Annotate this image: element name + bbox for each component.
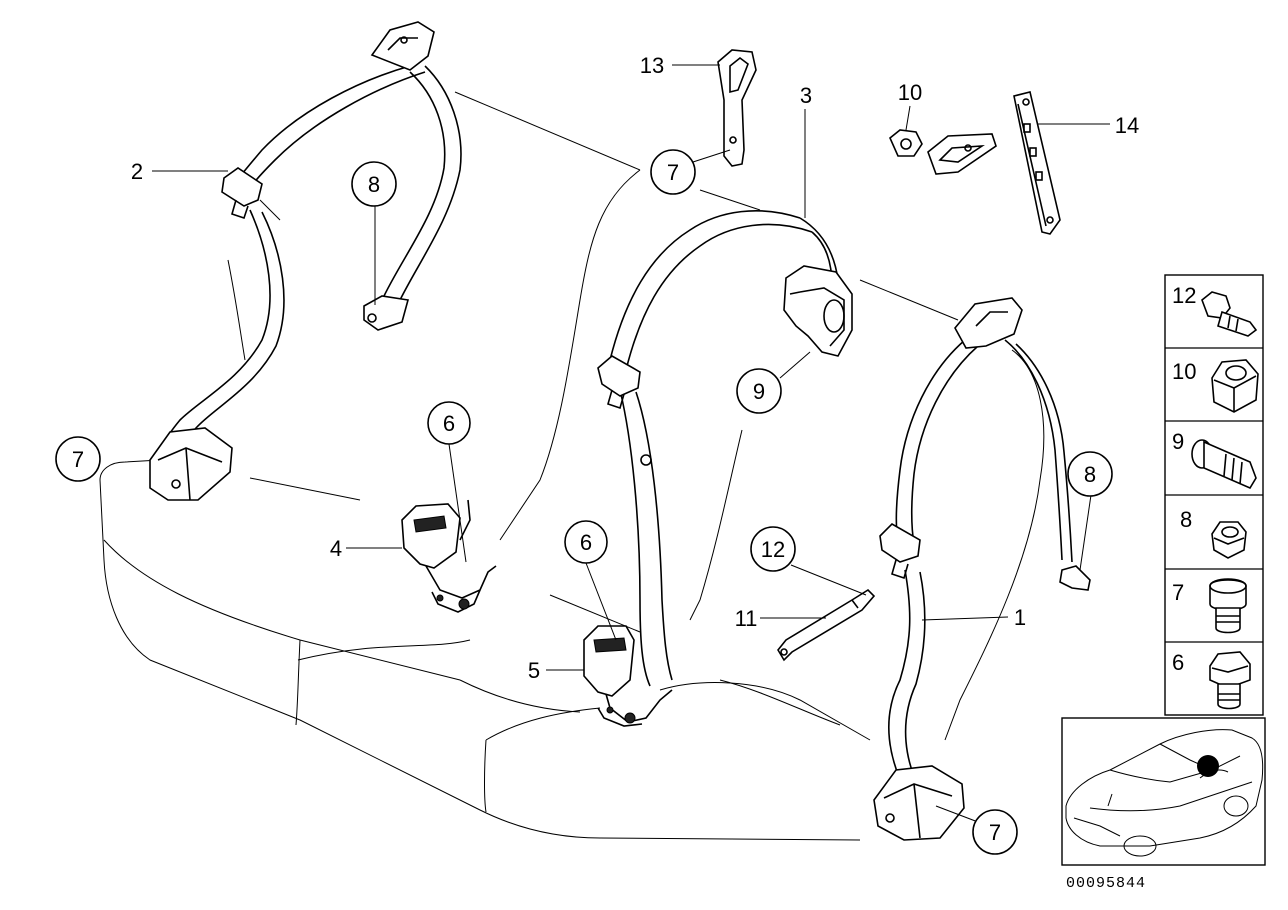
svg-text:12: 12 xyxy=(1172,283,1196,308)
vehicle-locator-thumbnail xyxy=(1061,717,1266,866)
part-label-3: 3 xyxy=(800,83,812,108)
part-label-4: 4 xyxy=(330,536,342,561)
center-belt-assembly xyxy=(597,210,853,687)
svg-text:10: 10 xyxy=(898,80,922,105)
location-marker-dot xyxy=(1197,755,1219,777)
hex-bolt-icon xyxy=(1209,651,1251,710)
part-label-1: 1 xyxy=(1014,605,1026,630)
rear-seat-outline xyxy=(99,91,1045,841)
part-label-9-circle: 9 xyxy=(736,368,782,414)
part-label-6-circle-b: 6 xyxy=(564,520,608,564)
bracket-part-13 xyxy=(717,49,757,167)
legend-item-8: 8 xyxy=(1180,507,1247,559)
svg-text:12: 12 xyxy=(761,537,785,562)
part-label-7-circle-c: 7 xyxy=(972,809,1018,855)
legend-item-7: 7 xyxy=(1172,578,1247,634)
svg-text:00095844: 00095844 xyxy=(1066,875,1146,892)
part-label-2: 2 xyxy=(131,159,143,184)
legend-item-10: 10 xyxy=(1172,359,1259,413)
part-label-10: 10 xyxy=(898,80,922,105)
part-label-13: 13 xyxy=(640,53,664,78)
svg-text:1: 1 xyxy=(1014,605,1026,630)
legend-item-12: 12 xyxy=(1172,283,1258,337)
svg-text:6: 6 xyxy=(580,530,592,555)
left-outer-belt-assembly xyxy=(149,21,462,501)
svg-text:2: 2 xyxy=(131,159,143,184)
part-label-11: 11 xyxy=(735,606,758,631)
buckle-part-4 xyxy=(401,499,497,613)
svg-text:8: 8 xyxy=(1180,507,1192,532)
svg-text:6: 6 xyxy=(443,411,455,436)
svg-text:14: 14 xyxy=(1115,113,1139,138)
svg-text:3: 3 xyxy=(800,83,812,108)
svg-text:7: 7 xyxy=(667,160,679,185)
svg-text:11: 11 xyxy=(735,606,758,631)
svg-text:4: 4 xyxy=(330,536,342,561)
part-label-8-circle-a: 8 xyxy=(351,161,397,207)
svg-text:10: 10 xyxy=(1172,359,1196,384)
svg-text:7: 7 xyxy=(1172,580,1184,605)
cap-screw-icon xyxy=(1209,578,1247,634)
right-outer-belt-assembly xyxy=(873,297,1091,841)
svg-text:5: 5 xyxy=(528,658,540,683)
anchor-plate xyxy=(927,133,997,175)
svg-text:7: 7 xyxy=(989,820,1001,845)
drawing-number: 00095844 xyxy=(1066,875,1146,892)
part-label-14: 14 xyxy=(1115,113,1139,138)
part-label-8-circle-b: 8 xyxy=(1067,451,1113,497)
svg-text:6: 6 xyxy=(1172,650,1184,675)
rail-part-14 xyxy=(1013,91,1061,235)
legend-item-6: 6 xyxy=(1172,650,1251,710)
bracket-part-11 xyxy=(777,588,876,662)
svg-text:8: 8 xyxy=(1084,462,1096,487)
bolt-icon xyxy=(1191,439,1257,490)
buckle-part-5 xyxy=(583,625,673,727)
legend-item-9: 9 xyxy=(1172,429,1257,490)
svg-text:9: 9 xyxy=(753,379,765,404)
car-outline-icon xyxy=(1065,729,1264,857)
part-label-7-circle-a: 7 xyxy=(55,436,101,482)
screw-icon xyxy=(1201,291,1258,337)
hex-nut-icon xyxy=(1211,359,1259,413)
part-label-12-circle: 12 xyxy=(750,526,796,572)
svg-text:8: 8 xyxy=(368,172,380,197)
leader-lines xyxy=(152,64,1110,823)
svg-text:9: 9 xyxy=(1172,429,1184,454)
part-label-6-circle-a: 6 xyxy=(427,401,471,445)
part-label-5: 5 xyxy=(528,658,540,683)
fastener-legend: 12 10 9 xyxy=(1164,274,1264,716)
svg-text:13: 13 xyxy=(640,53,664,78)
svg-text:7: 7 xyxy=(72,447,84,472)
nut-part-10 xyxy=(889,129,923,157)
small-nut-icon xyxy=(1211,521,1247,559)
part-label-7-circle-b: 7 xyxy=(650,149,696,195)
